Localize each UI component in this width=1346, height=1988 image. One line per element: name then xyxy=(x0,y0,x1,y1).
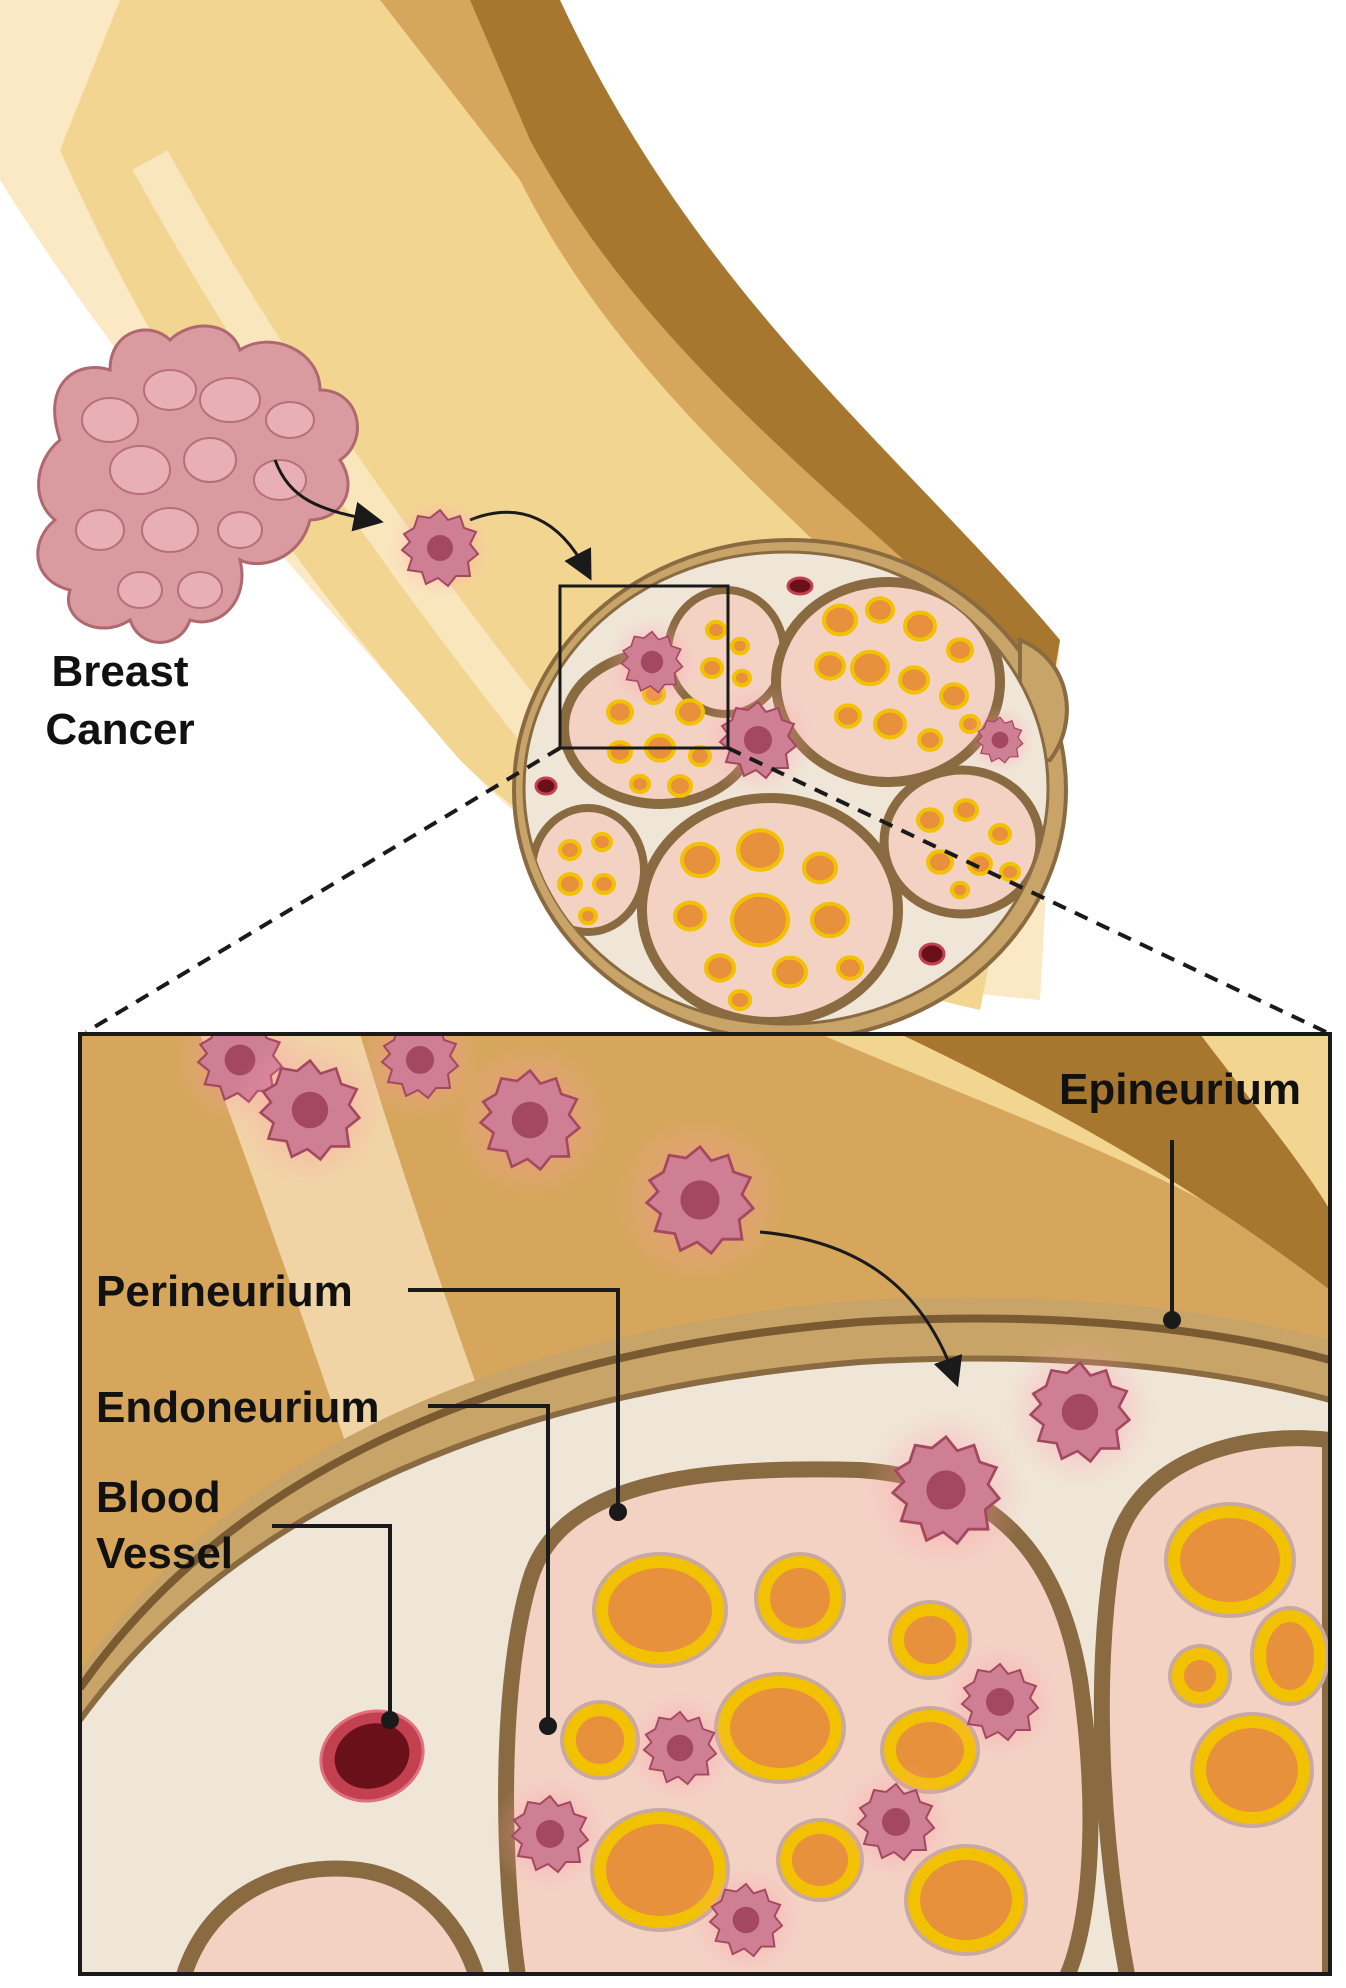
axon xyxy=(916,807,944,833)
axon xyxy=(560,1700,640,1780)
cancer-cell-icon xyxy=(836,1762,956,1882)
axon xyxy=(822,603,858,637)
leader-dot-epineurium xyxy=(1163,1311,1181,1329)
leader-dot-endoneurium xyxy=(539,1717,557,1735)
axon xyxy=(578,906,598,926)
axon xyxy=(836,955,864,981)
axon xyxy=(802,851,838,885)
label-endoneurium: Endoneurium xyxy=(96,1383,380,1432)
cancer-cell-icon xyxy=(689,1863,803,1974)
axon xyxy=(714,1672,846,1784)
cancer-cell-icon xyxy=(388,496,492,600)
axon xyxy=(926,849,954,875)
inset-fascicle xyxy=(176,1860,485,1974)
axon xyxy=(592,873,616,895)
cancer-cell-icon xyxy=(452,1042,608,1198)
axon xyxy=(850,649,890,687)
axon xyxy=(700,657,724,679)
axon xyxy=(736,828,784,872)
zoom-box xyxy=(558,584,730,750)
axon xyxy=(673,900,707,932)
axon xyxy=(898,665,930,695)
arrow-invasion xyxy=(759,1230,963,1388)
cancer-cell-icon xyxy=(940,1642,1060,1762)
label-epineurium: Epineurium xyxy=(1059,1065,1301,1114)
nerve-cross-section xyxy=(512,538,1069,1042)
axon xyxy=(904,1844,1028,1956)
cancer-cell-icon xyxy=(1002,1334,1158,1490)
axon xyxy=(704,953,736,983)
axon xyxy=(591,831,613,853)
axon xyxy=(705,619,727,641)
axon xyxy=(1168,1644,1232,1708)
axon xyxy=(607,740,633,764)
axon xyxy=(667,774,693,798)
axon xyxy=(988,823,1012,845)
leader-dot-perineurium xyxy=(609,1503,627,1521)
axon xyxy=(772,955,808,989)
arrow-tumor-to-nerve xyxy=(273,459,384,532)
axon xyxy=(999,861,1021,883)
axon xyxy=(903,610,937,642)
label-blood-vessel-line1: Blood xyxy=(96,1473,221,1522)
leader-dot-blood-vessel xyxy=(381,1711,399,1729)
breast-tumor-icon xyxy=(36,324,359,644)
axon xyxy=(953,798,979,822)
axon xyxy=(730,636,750,656)
cancer-cell-icon xyxy=(490,1774,610,1894)
axon xyxy=(814,651,846,681)
zoom-inset xyxy=(78,1032,1332,1976)
axon xyxy=(950,880,970,900)
axon xyxy=(917,728,943,752)
inset-frame xyxy=(78,1032,1332,1976)
axon xyxy=(865,596,895,624)
axon xyxy=(728,989,752,1011)
cancer-cell-icon xyxy=(862,1406,1030,1574)
axon xyxy=(730,892,790,948)
cancer-cell-icon xyxy=(616,1116,784,1284)
crosssection-fascicle xyxy=(879,765,1045,919)
axon xyxy=(606,699,634,725)
axon xyxy=(939,682,969,710)
axon xyxy=(946,637,974,663)
label-breast-cancer-line2: Cancer xyxy=(45,705,194,754)
axon xyxy=(1250,1606,1330,1706)
cancer-cell-icon xyxy=(623,1691,737,1805)
axon xyxy=(558,839,582,861)
label-perineurium: Perineurium xyxy=(96,1267,353,1316)
axon xyxy=(1164,1502,1296,1618)
arrow-cell-to-crosssection xyxy=(469,510,592,581)
axon xyxy=(754,1552,846,1644)
axon xyxy=(675,698,705,726)
axon xyxy=(1190,1712,1314,1828)
axon xyxy=(834,703,862,729)
axon xyxy=(810,901,850,939)
axon xyxy=(592,1552,728,1668)
axon xyxy=(888,1600,972,1680)
label-blood-vessel-line2: Vessel xyxy=(96,1529,233,1578)
axon xyxy=(680,841,720,879)
zoom-line-left xyxy=(84,746,562,1034)
blood-vessel-icon xyxy=(319,1709,425,1803)
cancer-cell-icon xyxy=(232,1034,388,1188)
axon xyxy=(557,872,583,896)
label-breast-cancer-line1: Breast xyxy=(52,647,189,696)
axon xyxy=(629,773,651,795)
label-leaders xyxy=(272,1140,1174,1726)
cancer-cell-icon xyxy=(360,1034,480,1120)
axon xyxy=(873,708,907,740)
